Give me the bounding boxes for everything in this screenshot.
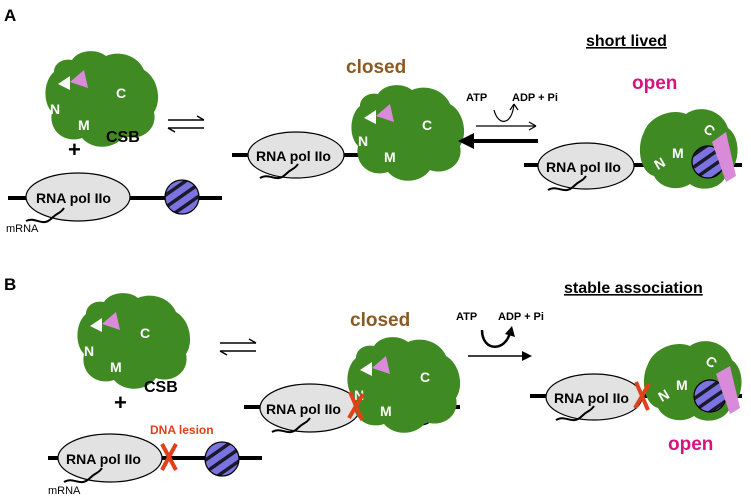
rna-pol-label-a-closed: RNA pol IIo xyxy=(256,148,331,164)
dna-lesion-marker-b-open xyxy=(633,381,651,411)
rna-pol-label-b-closed: RNA pol IIo xyxy=(266,401,341,417)
rna-pol-a-closed xyxy=(247,131,345,179)
domain-n-label: N xyxy=(354,387,364,403)
state-closed-b: closed xyxy=(350,310,410,331)
csb-protein-free-b: N M C xyxy=(77,293,191,389)
rna-pol-label-b-open: RNA pol IIo xyxy=(554,390,629,406)
domain-c-label: C xyxy=(420,369,430,385)
csb-protein-open-a: N M C xyxy=(639,109,738,189)
csb-label-a: CSB xyxy=(106,129,140,146)
panel-b-label: B xyxy=(4,275,16,294)
nucleosome-a-free xyxy=(164,179,200,215)
equilibrium-arrows-b xyxy=(219,338,257,356)
domain-c-label: C xyxy=(422,117,432,133)
state-open-a: open xyxy=(632,73,677,94)
adp-label-a: ADP + Pi xyxy=(512,92,558,104)
panel-b-header: stable association xyxy=(564,280,703,297)
mrna-strand-b-open xyxy=(555,405,595,422)
panel-a-label: A xyxy=(4,6,16,25)
atp-hydrolysis-curve-b xyxy=(480,329,512,348)
csb-pink-domain xyxy=(70,70,88,88)
plus-sign-a: + xyxy=(68,137,81,162)
csb-protein-free-a: N M C xyxy=(45,51,159,147)
domain-c-label: C xyxy=(140,325,150,341)
atp-label-b: ATP xyxy=(456,311,477,323)
state-open-b: open xyxy=(668,434,713,455)
panel-a-header: short lived xyxy=(586,33,667,50)
dna-lesion-marker-b-closed xyxy=(347,391,365,421)
domain-n-label: N xyxy=(358,133,368,149)
mrna-strand-a xyxy=(25,207,65,224)
nucleosome-b-free xyxy=(204,441,240,477)
adp-label-b: ADP + Pi xyxy=(498,311,544,323)
state-closed-a: closed xyxy=(346,57,406,78)
domain-n-label: N xyxy=(84,343,94,359)
domain-m-label: M xyxy=(384,149,396,165)
rna-pol-label-b-free: RNA pol IIo xyxy=(66,451,141,467)
csb-protein-closed-b: N M C xyxy=(347,337,461,433)
dna-lesion-marker-b xyxy=(160,443,178,471)
csb-protein-open-b: N M C xyxy=(643,341,742,421)
csb-protein-closed-a: N M C xyxy=(351,85,465,181)
rna-pol-label-a-free: RNA pol IIo xyxy=(36,190,111,206)
mrna-strand-b xyxy=(63,467,103,484)
mrna-strand-a-closed xyxy=(259,163,299,180)
rna-pol-label-a-open: RNA pol IIo xyxy=(546,159,621,175)
domain-c-label: C xyxy=(116,85,126,101)
equilibrium-arrows-a xyxy=(167,115,205,133)
domain-m-label: M xyxy=(380,403,392,419)
domain-m-label: M xyxy=(676,377,688,393)
domain-n-label: N xyxy=(50,101,60,117)
mrna-strand-a-open xyxy=(547,175,587,192)
domain-m-label: M xyxy=(78,117,90,133)
rna-pol-a-open xyxy=(537,142,635,190)
domain-m-label: M xyxy=(110,359,122,375)
rna-pol-a-free xyxy=(25,172,131,222)
csb-label-b: CSB xyxy=(144,379,178,396)
atp-label-a: ATP xyxy=(466,92,487,104)
atp-hydrolysis-curve-a xyxy=(493,103,515,122)
dna-lesion-label: DNA lesion xyxy=(150,423,214,437)
mrna-label-b: mRNA xyxy=(48,485,81,497)
rna-pol-b-free xyxy=(57,433,163,483)
mrna-strand-b-closed xyxy=(271,417,311,434)
csb-notch xyxy=(58,76,70,90)
domain-m-label: M xyxy=(672,145,684,161)
plus-sign-b: + xyxy=(114,390,127,415)
mrna-label-a: mRNA xyxy=(6,223,39,235)
